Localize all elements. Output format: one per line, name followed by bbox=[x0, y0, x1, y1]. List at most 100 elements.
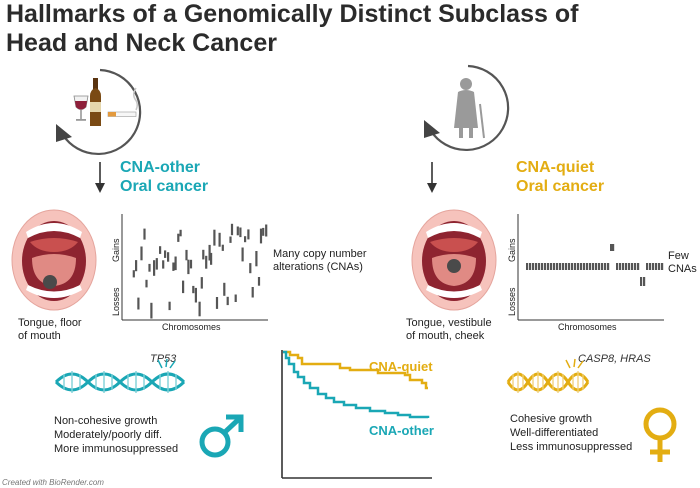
left-cna-segment bbox=[247, 229, 250, 240]
survival-curve-cna-quiet bbox=[283, 350, 428, 390]
cigarette-icon bbox=[107, 87, 139, 117]
left-losses-label: Losses bbox=[111, 287, 121, 316]
left-cna-segment bbox=[145, 279, 148, 288]
right-cna-segment bbox=[637, 263, 640, 270]
left-cna-segment bbox=[140, 246, 143, 261]
left-cna-segment bbox=[172, 262, 175, 271]
left-cna-segment bbox=[167, 252, 170, 262]
right-cna-segment bbox=[538, 263, 541, 270]
left-cycle-arrowhead bbox=[56, 124, 72, 142]
right-cna-segment bbox=[586, 263, 589, 270]
left-cna-segment bbox=[202, 249, 205, 260]
right-cna-segment bbox=[601, 263, 604, 270]
right-cna-segment bbox=[649, 263, 652, 270]
female-symbol-icon bbox=[643, 407, 677, 462]
left-cna-plot bbox=[121, 214, 268, 321]
right-cna-segment bbox=[619, 263, 622, 270]
survival-curve-cna-other bbox=[283, 350, 430, 419]
right-cna-segment bbox=[559, 263, 562, 270]
left-cna-segment bbox=[159, 246, 162, 254]
left-cna-segment bbox=[185, 249, 188, 261]
left-cna-segment bbox=[236, 226, 239, 236]
right-dna-icon bbox=[506, 358, 590, 393]
right-cna-segment bbox=[541, 263, 544, 270]
left-note-line-1: Many copy number bbox=[273, 248, 367, 260]
left-traits: Non-cohesive growth Moderately/poorly di… bbox=[54, 414, 178, 456]
right-cna-segment bbox=[526, 263, 529, 270]
left-cna-segment bbox=[148, 263, 151, 272]
left-cna-segment bbox=[200, 277, 203, 289]
right-note-line-1: Few bbox=[668, 250, 689, 262]
right-cna-segment bbox=[610, 244, 613, 251]
right-cna-segment bbox=[592, 263, 595, 270]
right-cna-segment bbox=[646, 263, 649, 270]
survival-label-other: CNA-other bbox=[369, 423, 434, 438]
left-cna-segment bbox=[215, 297, 219, 309]
right-cna-segment bbox=[655, 263, 658, 270]
left-cna-segment bbox=[137, 297, 140, 310]
right-cna-segment bbox=[604, 263, 607, 270]
left-cna-segment bbox=[221, 244, 224, 251]
left-cna-segment bbox=[194, 287, 197, 303]
right-cna-segment bbox=[535, 263, 538, 270]
left-down-arrow bbox=[95, 162, 105, 193]
survival-label-quiet: CNA-quiet bbox=[369, 359, 433, 374]
right-cna-segment bbox=[568, 263, 571, 270]
right-down-arrow bbox=[427, 162, 437, 193]
left-cna-segment bbox=[182, 280, 185, 294]
right-cna-segment bbox=[652, 263, 655, 270]
left-cna-segment bbox=[192, 285, 195, 294]
right-cna-segment bbox=[580, 263, 583, 270]
left-cna-segment bbox=[230, 223, 234, 236]
right-cycle-arrow bbox=[430, 64, 510, 152]
right-category-line-1: CNA-quiet bbox=[516, 159, 595, 176]
left-cna-segment bbox=[239, 227, 242, 238]
right-cna-segment bbox=[577, 263, 580, 270]
left-cna-segment bbox=[213, 229, 216, 246]
left-cna-segment bbox=[234, 294, 237, 302]
right-cna-segment bbox=[565, 263, 568, 270]
elderly-woman-icon bbox=[454, 78, 485, 139]
left-cycle-arrow bbox=[62, 68, 142, 156]
right-trait-3: Less immunosuppressed bbox=[510, 441, 633, 453]
left-cna-segment bbox=[255, 251, 258, 267]
left-cna-segment bbox=[262, 227, 265, 236]
right-cna-segment bbox=[532, 263, 535, 270]
right-cna-segment bbox=[628, 263, 631, 270]
right-cna-segment bbox=[598, 263, 601, 270]
left-cna-segment bbox=[132, 270, 135, 278]
right-category-line-2: Oral cancer bbox=[516, 178, 605, 195]
left-cna-segment bbox=[179, 229, 182, 237]
left-cna-segment bbox=[241, 247, 244, 262]
left-cna-segment bbox=[164, 250, 167, 258]
left-dna-icon bbox=[54, 358, 186, 393]
left-cna-segment bbox=[174, 256, 177, 271]
right-site-label: Tongue, vestibule of mouth, cheek bbox=[406, 317, 492, 343]
right-cna-segment bbox=[583, 263, 586, 270]
right-cna-segment bbox=[634, 263, 637, 270]
left-note-line-2: alterations (CNAs) bbox=[273, 261, 363, 273]
right-cna-segment bbox=[550, 263, 553, 270]
right-traits: Cohesive growth Well-differentiated Less… bbox=[510, 412, 632, 454]
right-cna-segment bbox=[571, 263, 574, 270]
left-trait-3: More immunosuppressed bbox=[54, 443, 179, 455]
right-risk-cycle bbox=[424, 64, 510, 152]
left-cna-segment bbox=[259, 228, 263, 244]
right-cna-segment bbox=[556, 263, 559, 270]
left-cna-segment bbox=[162, 260, 165, 269]
left-risk-cycle bbox=[56, 68, 142, 156]
right-cna-note: Few CNAs bbox=[668, 250, 697, 276]
right-cycle-arrowhead bbox=[424, 120, 440, 138]
right-gains-label: Gains bbox=[507, 238, 517, 262]
left-category-title: CNA-other Oral cancer bbox=[120, 158, 208, 196]
left-site-label: Tongue, floor of mouth bbox=[18, 317, 82, 343]
left-cna-segment bbox=[208, 244, 211, 261]
right-mouth-illustration bbox=[411, 209, 497, 311]
left-gains-label: Gains bbox=[111, 238, 121, 262]
right-cna-segments bbox=[526, 244, 664, 286]
right-cna-segment bbox=[529, 263, 532, 270]
right-cna-segment bbox=[625, 263, 628, 270]
left-cna-segment bbox=[257, 277, 261, 286]
title-line-2: Head and Neck Cancer bbox=[6, 29, 277, 57]
left-cna-segment bbox=[218, 232, 221, 247]
